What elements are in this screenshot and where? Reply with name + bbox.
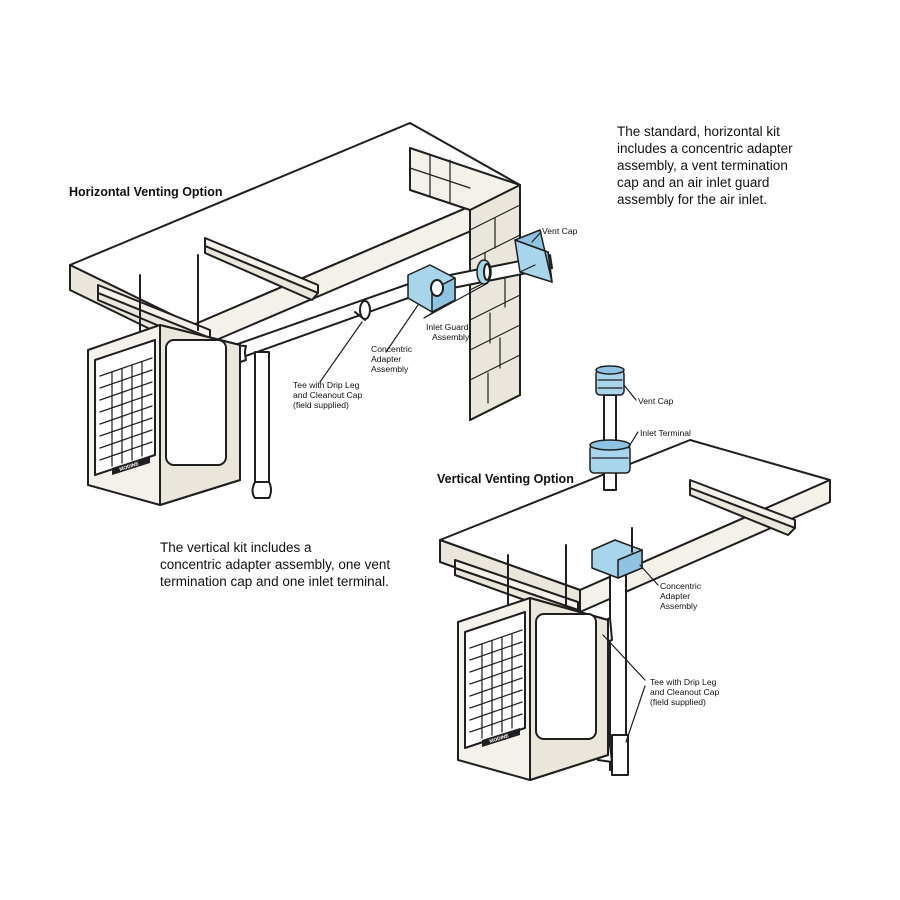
vertical-unit-heater: MODINE: [457, 597, 609, 781]
vertical-option-illustration: MODINE: [439, 365, 831, 781]
horizontal-concentric-adapter: [407, 264, 456, 313]
horizontal-inlet-guard-label: Inlet Guard Assembly: [426, 322, 470, 342]
horizontal-heater-nameplate: [112, 456, 150, 475]
horizontal-description-line: assembly for the air inlet.: [617, 192, 767, 207]
horizontal-heading: Horizontal Venting Option: [69, 185, 222, 199]
vertical-vent-cap-label: Vent Cap: [638, 396, 674, 406]
horizontal-leader-lines: [319, 231, 542, 383]
label-line: and Cleanout Cap: [293, 390, 362, 400]
label-line: Assembly: [371, 364, 409, 374]
vertical-inlet-terminal-label: Inlet Terminal: [640, 428, 691, 438]
vertical-tee-label: Tee with Drip Leg and Cleanout Cap (fiel…: [650, 677, 719, 707]
vertical-description-line: The vertical kit includes a: [160, 540, 312, 555]
horizontal-description: The standard, horizontal kit includes a …: [617, 124, 793, 207]
horizontal-inlet-guard: [476, 259, 492, 285]
horizontal-description-line: The standard, horizontal kit: [617, 124, 780, 139]
label-line: (field supplied): [293, 400, 349, 410]
label-line: Assembly: [432, 332, 470, 342]
vertical-leader-lines: [602, 384, 659, 743]
vertical-description-line: concentric adapter assembly, one vent: [160, 557, 390, 572]
vertical-inlet-terminal: [589, 439, 631, 474]
label-line: Adapter: [371, 354, 401, 364]
vertical-heater-nameplate: [482, 728, 520, 747]
label-line: Inlet Guard: [426, 322, 469, 332]
vertical-concentric-adapter: [591, 539, 643, 579]
horizontal-description-line: cap and an air inlet guard: [617, 175, 769, 190]
label-line: Assembly: [660, 601, 698, 611]
horizontal-drip-leg-pipe: [251, 351, 272, 499]
label-line: Tee with Drip Leg: [293, 380, 360, 390]
label-line: Tee with Drip Leg: [650, 677, 717, 687]
horizontal-unit-heater: MODINE: [87, 324, 241, 506]
vertical-heater-louvers: [469, 629, 523, 739]
horizontal-heater-louvers: [99, 357, 153, 467]
horizontal-tee-label: Tee with Drip Leg and Cleanout Cap (fiel…: [293, 380, 362, 410]
horizontal-description-line: includes a concentric adapter: [617, 141, 793, 156]
vertical-heading: Vertical Venting Option: [437, 472, 574, 486]
label-line: Concentric: [660, 581, 702, 591]
horizontal-description-line: assembly, a vent termination: [617, 158, 788, 173]
label-line: Adapter: [660, 591, 690, 601]
horizontal-concentric-adapter-label: Concentric Adapter Assembly: [371, 344, 413, 374]
vertical-vent-cap: [595, 365, 625, 396]
vertical-concentric-adapter-label: Concentric Adapter Assembly: [660, 581, 702, 611]
label-line: (field supplied): [650, 697, 706, 707]
horizontal-vent-cap: [514, 229, 553, 283]
vertical-description-line: termination cap and one inlet terminal.: [160, 574, 389, 589]
horizontal-brick-wall: [409, 147, 521, 421]
horizontal-option-illustration: MODINE: [69, 122, 553, 506]
label-line: and Cleanout Cap: [650, 687, 719, 697]
horizontal-vent-cap-label: Vent Cap: [542, 226, 578, 236]
label-line: Concentric: [371, 344, 413, 354]
vertical-description: The vertical kit includes a concentric a…: [160, 540, 390, 589]
